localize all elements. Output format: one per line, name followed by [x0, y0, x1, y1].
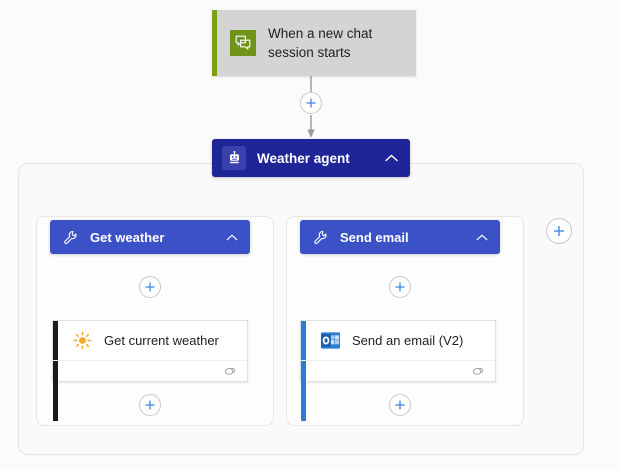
add-step-after-trigger-button[interactable] [300, 92, 322, 114]
chevron-up-icon[interactable] [476, 234, 488, 241]
add-step-get-weather-before-action-button[interactable] [139, 276, 161, 298]
tool-title: Send email [340, 229, 409, 245]
agent-node-weather-agent[interactable]: Weather agent [212, 139, 410, 177]
chevron-up-icon[interactable] [385, 154, 398, 162]
agent-title: Weather agent [257, 150, 350, 166]
action-card-body: Send an email (V2) [301, 321, 495, 361]
tool-node-get-weather[interactable]: Get weather [50, 220, 250, 254]
action-card-footer [301, 361, 495, 381]
add-step-send-email-before-action-button[interactable] [389, 276, 411, 298]
action-card-get-current-weather[interactable]: Get current weather [52, 320, 248, 421]
add-tool-to-agent-button[interactable] [546, 218, 572, 244]
action-card-send-an-email[interactable]: Send an email (V2) [300, 320, 496, 421]
connection-icon [224, 368, 236, 375]
action-accent-bar [301, 361, 306, 421]
plus-icon [145, 400, 155, 410]
chevron-up-icon[interactable] [226, 234, 238, 241]
plus-icon [395, 400, 405, 410]
tool-title: Get weather [90, 229, 165, 245]
trigger-accent-bar [212, 10, 217, 76]
plus-icon [395, 282, 405, 292]
plus-icon [554, 226, 564, 236]
plus-icon [145, 282, 155, 292]
action-card-footer [53, 361, 247, 381]
add-step-get-weather-after-action-button[interactable] [139, 394, 161, 416]
connection-icon [472, 368, 484, 375]
outlook-icon [319, 330, 341, 352]
trigger-label: When a new chat session starts [268, 26, 373, 60]
action-accent-bar [53, 361, 58, 421]
action-card-body: Get current weather [53, 321, 247, 361]
tool-node-send-email[interactable]: Send email [300, 220, 500, 254]
action-accent-bar-top [301, 321, 306, 360]
action-label: Send an email (V2) [352, 333, 464, 348]
trigger-card[interactable]: When a new chat session starts [212, 10, 416, 76]
sun-icon [71, 330, 93, 352]
wrench-icon [63, 230, 78, 245]
action-accent-bar-top [53, 321, 58, 360]
plus-icon [306, 98, 316, 108]
wrench-icon [313, 230, 328, 245]
chat-bubbles-icon [230, 30, 256, 56]
add-step-send-email-after-action-button[interactable] [389, 394, 411, 416]
robot-icon [222, 146, 246, 170]
action-label: Get current weather [104, 333, 219, 348]
